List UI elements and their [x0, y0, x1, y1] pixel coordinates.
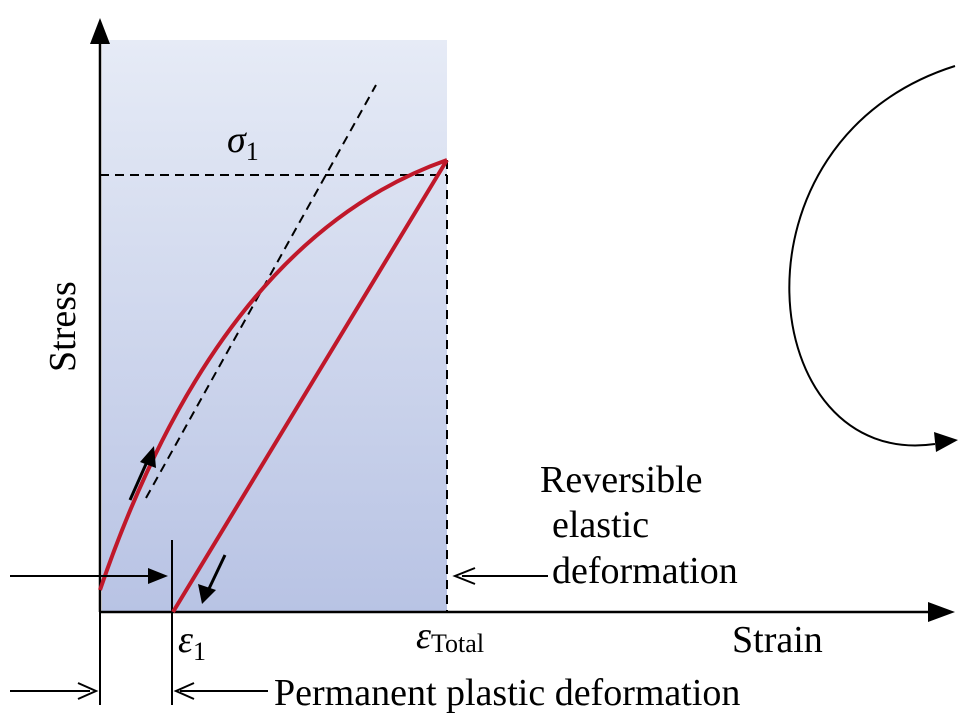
- unloading-line: [171, 158, 449, 614]
- curved-arrow: [788, 65, 956, 447]
- eps1-label: ε1: [178, 619, 206, 666]
- elastic-label-line3: deformation: [552, 550, 738, 592]
- elastic-slope-dashed-line: [145, 84, 377, 499]
- loading-arrowhead-icon: [140, 446, 156, 468]
- x-axis-label: Strain: [732, 619, 823, 661]
- y-axis-arrow-icon: [90, 18, 110, 44]
- sigma1-label: σ1: [227, 119, 259, 166]
- plastic-deformation-label: Permanent plastic deformation: [274, 672, 740, 714]
- plastic-right-arrowhead-icon: [173, 682, 195, 700]
- eps-total-label: εTotal: [416, 615, 484, 658]
- shaded-region: [102, 40, 447, 612]
- eps1-dimension-arrowhead-icon: [148, 568, 168, 584]
- plastic-left-arrowhead-icon: [77, 682, 99, 700]
- curved-arrowhead-icon: [934, 432, 958, 452]
- loading-curve: [98, 158, 448, 591]
- x-axis-arrow-icon: [928, 602, 955, 622]
- elastic-label-line2: elastic: [552, 504, 649, 546]
- unloading-arrowhead-icon: [198, 584, 216, 604]
- elastic-pointer-arrowhead-icon: [452, 567, 476, 585]
- y-axis-label: Stress: [42, 281, 84, 372]
- elastic-label-line1: Reversible: [540, 459, 703, 501]
